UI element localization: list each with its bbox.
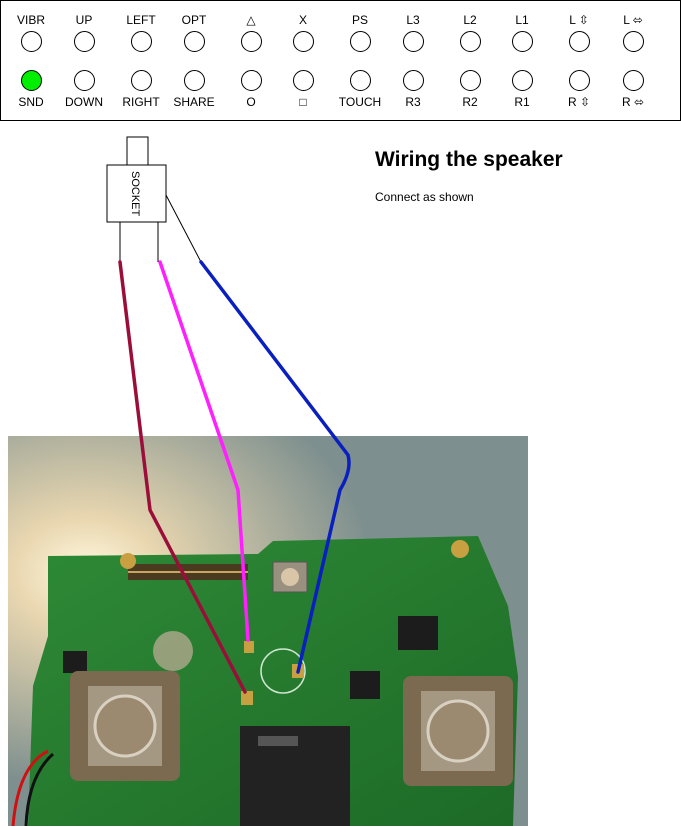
status-led-icon bbox=[20, 70, 42, 91]
status-led-icon bbox=[568, 70, 590, 91]
button-label: LEFT bbox=[126, 13, 156, 27]
solder-point bbox=[241, 691, 253, 705]
button-indicator: RIGHT bbox=[111, 70, 171, 110]
button-indicator: R1 bbox=[492, 70, 552, 110]
socket-body bbox=[106, 164, 167, 223]
button-indicator: UP bbox=[54, 13, 114, 52]
button-label: L1 bbox=[515, 13, 529, 27]
button-indicator: R2 bbox=[440, 70, 500, 110]
solder-point bbox=[244, 641, 254, 653]
status-led-icon bbox=[349, 31, 371, 52]
status-led-icon bbox=[459, 31, 481, 52]
solder-point bbox=[292, 664, 304, 678]
switch-button bbox=[281, 568, 299, 586]
button-label: R1 bbox=[514, 95, 530, 109]
button-label: L ⬄ bbox=[623, 13, 643, 27]
button-indicator: PS bbox=[330, 13, 390, 52]
status-led-icon bbox=[511, 70, 533, 91]
button-indicator: R3 bbox=[383, 70, 443, 110]
status-led-icon bbox=[292, 31, 314, 52]
button-indicator: R ⇳ bbox=[549, 70, 609, 110]
button-label: R ⇳ bbox=[567, 95, 591, 109]
button-label: UP bbox=[75, 13, 93, 27]
ic-chip-small bbox=[63, 651, 87, 673]
button-indicator: OPT bbox=[164, 13, 224, 52]
button-indicator: X bbox=[273, 13, 333, 52]
status-led-icon bbox=[402, 31, 424, 52]
button-indicator: LEFT bbox=[111, 13, 171, 52]
status-led-icon bbox=[240, 70, 262, 91]
page-subtitle: Connect as shown bbox=[375, 190, 474, 204]
status-led-icon bbox=[292, 70, 314, 91]
button-indicator: DOWN bbox=[54, 70, 114, 110]
button-indicator: O bbox=[221, 70, 281, 110]
ic-chip bbox=[398, 616, 438, 650]
button-indicator: VIBR bbox=[1, 13, 61, 52]
button-status-panel: VIBR UP LEFT OPT △ X PS L3 L2 L1 L ⇳ L ⬄ SND DOWN RIG… bbox=[0, 0, 681, 121]
button-label: R2 bbox=[462, 95, 478, 109]
socket-plug bbox=[126, 136, 149, 166]
status-led-icon bbox=[73, 31, 95, 52]
button-label: VIBR bbox=[16, 13, 45, 27]
button-label: □ bbox=[299, 95, 307, 109]
button-label: R3 bbox=[405, 95, 421, 109]
button-indicator: R ⬄ bbox=[603, 70, 663, 110]
page-title: Wiring the speaker bbox=[375, 148, 563, 171]
button-label: SND bbox=[18, 95, 44, 109]
status-led-icon bbox=[183, 70, 205, 91]
status-led-icon bbox=[130, 31, 152, 52]
status-led-icon bbox=[568, 31, 590, 52]
button-label: OPT bbox=[181, 13, 207, 27]
button-label: DOWN bbox=[65, 95, 103, 109]
button-indicator: L ⬄ bbox=[603, 13, 663, 52]
socket-label: SOCKET bbox=[129, 171, 141, 217]
button-indicator: SND bbox=[1, 70, 61, 110]
button-label: X bbox=[298, 13, 307, 27]
right-thumbstick bbox=[403, 676, 513, 786]
gold-pad bbox=[120, 553, 136, 569]
battery-wire-black bbox=[24, 752, 55, 826]
status-led-icon bbox=[240, 31, 262, 52]
status-led-icon bbox=[402, 70, 424, 91]
button-indicator: SHARE bbox=[164, 70, 224, 110]
button-label: L2 bbox=[463, 13, 477, 27]
logo-pad bbox=[153, 631, 193, 671]
status-led-icon bbox=[183, 31, 205, 52]
status-led-icon bbox=[511, 31, 533, 52]
button-indicator: □ bbox=[273, 70, 333, 110]
button-label: SHARE bbox=[173, 95, 215, 109]
gold-pad bbox=[451, 540, 469, 558]
status-led-icon bbox=[349, 70, 371, 91]
button-label: RIGHT bbox=[122, 95, 160, 109]
status-led-icon bbox=[73, 70, 95, 91]
button-label: △ bbox=[246, 13, 256, 27]
status-led-icon bbox=[20, 31, 42, 52]
button-indicator: L2 bbox=[440, 13, 500, 52]
left-thumbstick bbox=[70, 671, 180, 781]
button-indicator: L3 bbox=[383, 13, 443, 52]
status-led-icon bbox=[622, 70, 644, 91]
button-indicator: L1 bbox=[492, 13, 552, 52]
header-pins bbox=[128, 564, 248, 580]
button-indicator: L ⇳ bbox=[549, 13, 609, 52]
button-label: L ⇳ bbox=[569, 13, 589, 27]
button-label: PS bbox=[351, 13, 368, 27]
button-indicator: △ bbox=[221, 13, 281, 52]
battery-wire-red bbox=[11, 749, 49, 826]
button-label: L3 bbox=[406, 13, 420, 27]
ic-chip-small bbox=[350, 671, 380, 699]
button-label: O bbox=[246, 95, 256, 109]
button-label: R ⬄ bbox=[621, 95, 645, 109]
pcb-photo bbox=[8, 436, 528, 826]
button-indicator: TOUCH bbox=[330, 70, 390, 110]
status-led-icon bbox=[622, 31, 644, 52]
status-led-icon bbox=[459, 70, 481, 91]
jack-slot bbox=[258, 736, 298, 746]
button-label: TOUCH bbox=[338, 95, 382, 109]
socket-lead-3 bbox=[165, 194, 202, 263]
status-led-icon bbox=[130, 70, 152, 91]
